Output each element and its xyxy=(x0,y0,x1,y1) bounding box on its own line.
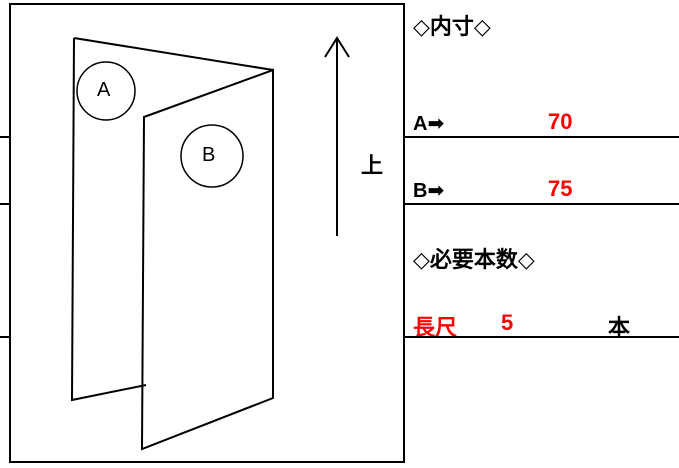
panel-b-outline xyxy=(140,68,274,451)
dimension-a-label: A➡ xyxy=(413,113,445,135)
left-rule-2 xyxy=(0,203,9,205)
dimension-b-value: 75 xyxy=(548,176,573,201)
panel-b-circle xyxy=(180,124,244,188)
left-rule-1 xyxy=(0,136,9,138)
dimension-a-value: 70 xyxy=(548,109,573,134)
count-heading: ◇必要本数◇ xyxy=(413,247,535,272)
door-diagram: A B 上 xyxy=(9,3,405,463)
count-unit: 本 xyxy=(608,315,631,340)
panel-a-left-edge xyxy=(70,37,147,402)
dimensions-heading: ◇内寸◇ xyxy=(413,14,491,39)
rule-a xyxy=(405,136,679,138)
panel-b-label: B xyxy=(202,144,216,166)
panel-a-label: A xyxy=(97,79,111,101)
panel-a-circle xyxy=(76,61,136,121)
direction-label: 上 xyxy=(361,153,384,178)
up-arrow-icon xyxy=(324,36,350,58)
door-drawing xyxy=(70,36,350,451)
count-type-label: 長尺 xyxy=(413,315,458,340)
rule-count xyxy=(405,336,679,338)
count-quantity: 5 xyxy=(501,310,514,335)
dimension-b-label: B➡ xyxy=(413,180,445,202)
left-rule-3 xyxy=(0,336,9,338)
rule-b xyxy=(405,203,679,205)
